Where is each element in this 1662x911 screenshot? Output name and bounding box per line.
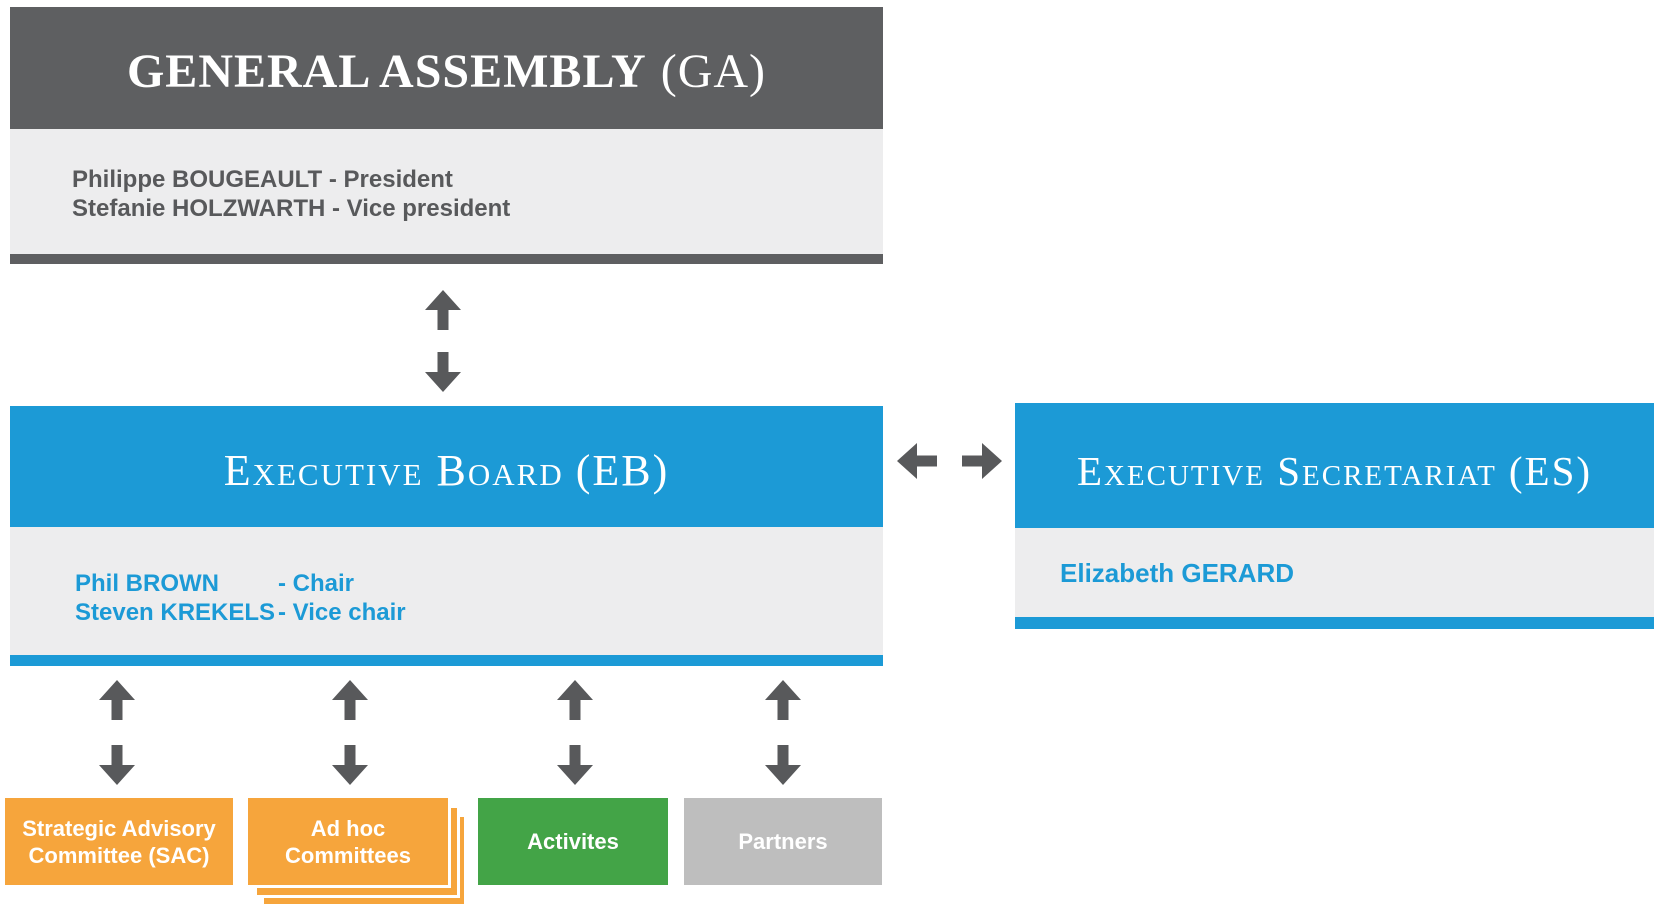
up-arrow-icon	[765, 680, 801, 720]
general-assembly-abbreviation: (GA)	[660, 44, 767, 98]
down-arrow-icon	[557, 745, 593, 785]
general-assembly-box: GENERAL ASSEMBLY (GA) Philippe BOUGEAULT…	[10, 7, 883, 264]
partners-box: Partners	[684, 798, 882, 885]
member-name: Phil BROWN	[75, 570, 219, 597]
member-name: Steven KREKELS	[75, 599, 276, 626]
right-arrow-icon	[962, 443, 1002, 479]
executive-secretariat-title: Executive Secretariat	[1076, 447, 1497, 494]
down-arrow-icon	[765, 745, 801, 785]
up-arrow-icon	[332, 680, 368, 720]
member-line-president: Philippe BOUGEAULT - President	[72, 166, 453, 193]
member-row-chair: Phil BROWN - Chair	[75, 569, 863, 598]
left-arrow-icon	[897, 443, 937, 479]
down-arrow-icon	[332, 745, 368, 785]
executive-board-members: Phil BROWN - Chair Steven KREKELS - Vice…	[10, 527, 883, 666]
member-line-secretariat: Elizabeth GERARD	[1060, 558, 1295, 588]
member-role: - Vice chair	[278, 599, 406, 626]
down-arrow-icon	[425, 352, 461, 392]
executive-board-abbreviation: (EB)	[575, 446, 670, 495]
strategic-advisory-committee-box: Strategic Advisory Committee (SAC)	[5, 798, 233, 885]
executive-board-header: Executive Board (EB)	[10, 406, 883, 527]
ad-hoc-committees-box: Ad hoc Committees	[245, 795, 451, 888]
strategic-advisory-committee-label: Strategic Advisory Committee (SAC)	[22, 815, 216, 868]
member-row-vice-chair: Steven KREKELS - Vice chair	[75, 598, 863, 627]
member-role: - Chair	[278, 570, 355, 597]
executive-secretariat-abbreviation: (ES)	[1508, 447, 1593, 494]
ad-hoc-committees-label: Ad hoc Committees	[285, 815, 411, 868]
executive-board-title: Executive Board	[223, 446, 564, 495]
up-arrow-icon	[425, 290, 461, 330]
activities-label: Activites	[527, 829, 619, 854]
executive-secretariat-members: Elizabeth GERARD	[1015, 528, 1654, 629]
up-arrow-icon	[99, 680, 135, 720]
activities-box: Activites	[478, 798, 668, 885]
executive-secretariat-box: Executive Secretariat (ES) Elizabeth GER…	[1015, 403, 1654, 629]
executive-secretariat-header: Executive Secretariat (ES)	[1015, 403, 1654, 528]
member-line-vice-president: Stefanie HOLZWARTH - Vice president	[72, 195, 511, 222]
down-arrow-icon	[99, 745, 135, 785]
general-assembly-header: GENERAL ASSEMBLY (GA)	[10, 7, 883, 129]
up-arrow-icon	[557, 680, 593, 720]
general-assembly-title: GENERAL ASSEMBLY	[126, 44, 647, 98]
general-assembly-members: Philippe BOUGEAULT - President Stefanie …	[10, 129, 883, 264]
executive-board-box: Executive Board (EB) Phil BROWN - Chair …	[10, 406, 883, 666]
partners-label: Partners	[738, 829, 828, 854]
